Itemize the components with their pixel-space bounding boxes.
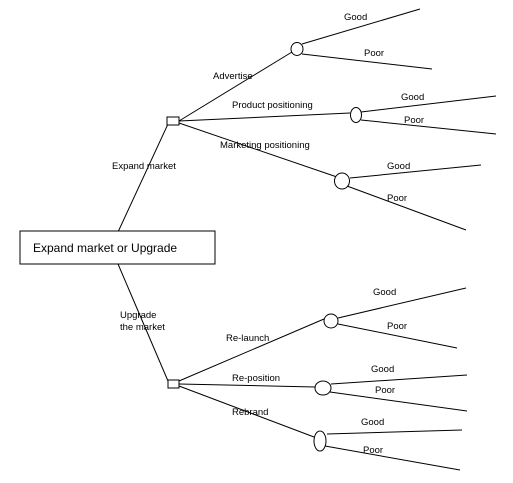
product-positioning-poor-label: Poor bbox=[404, 115, 424, 126]
reposition-chance-node bbox=[314, 380, 332, 396]
marketing-positioning-poor-line bbox=[346, 185, 467, 231]
reposition-poor-line bbox=[329, 391, 468, 412]
rebrand-chance-node bbox=[313, 430, 327, 452]
root-to-expand-line bbox=[117, 123, 169, 233]
rebrand-good-label: Good bbox=[361, 417, 384, 428]
root-box bbox=[19, 230, 216, 265]
relaunch-poor-label: Poor bbox=[387, 321, 407, 332]
rebrand-poor-line bbox=[324, 445, 461, 471]
marketing-positioning-poor-label: Poor bbox=[387, 193, 407, 204]
product-positioning-good-line bbox=[360, 95, 497, 113]
advertise-good-line bbox=[301, 8, 421, 45]
reposition-branch-line bbox=[178, 383, 316, 388]
rebrand-poor-label: Poor bbox=[363, 445, 383, 456]
reposition-label: Re-position bbox=[232, 373, 280, 384]
expand-market-decision-node bbox=[166, 116, 180, 126]
advertise-good-label: Good bbox=[344, 12, 367, 23]
relaunch-chance-node bbox=[323, 313, 339, 329]
root-to-upgrade-line bbox=[117, 263, 169, 382]
relaunch-branch-line bbox=[178, 318, 325, 382]
product-positioning-label: Product positioning bbox=[232, 100, 313, 111]
advertise-chance-node bbox=[290, 42, 304, 56]
advertise-poor-line bbox=[301, 53, 433, 70]
marketing-positioning-label: Marketing positioning bbox=[220, 140, 310, 151]
relaunch-good-line bbox=[337, 287, 467, 319]
expand-market-label: Expand market bbox=[112, 161, 176, 172]
root-label: Expand market or Upgrade bbox=[33, 241, 177, 255]
product-positioning-chance-node bbox=[350, 107, 362, 123]
marketing-positioning-branch-line bbox=[178, 122, 338, 178]
rebrand-branch-line bbox=[178, 385, 315, 438]
marketing-positioning-chance-node bbox=[334, 172, 350, 190]
advertise-poor-label: Poor bbox=[364, 48, 384, 59]
product-positioning-poor-line bbox=[360, 119, 497, 135]
reposition-good-label: Good bbox=[371, 364, 394, 375]
upgrade-label-line-1: Upgrade bbox=[120, 310, 156, 321]
relaunch-good-label: Good bbox=[373, 287, 396, 298]
rebrand-good-line bbox=[326, 429, 463, 435]
product-positioning-good-label: Good bbox=[401, 92, 424, 103]
reposition-good-line bbox=[330, 374, 468, 385]
relaunch-label: Re-launch bbox=[226, 333, 269, 344]
upgrade-decision-node bbox=[167, 379, 180, 389]
marketing-positioning-good-line bbox=[349, 164, 482, 179]
upgrade-label-line-2: the market bbox=[120, 322, 165, 333]
marketing-positioning-good-label: Good bbox=[387, 161, 410, 172]
relaunch-poor-line bbox=[337, 323, 458, 349]
reposition-poor-label: Poor bbox=[375, 385, 395, 396]
advertise-label: Advertise bbox=[213, 71, 253, 82]
advertise-branch-line bbox=[178, 51, 293, 122]
rebrand-label: Rebrand bbox=[232, 407, 268, 418]
product-positioning-branch-line bbox=[178, 112, 351, 122]
